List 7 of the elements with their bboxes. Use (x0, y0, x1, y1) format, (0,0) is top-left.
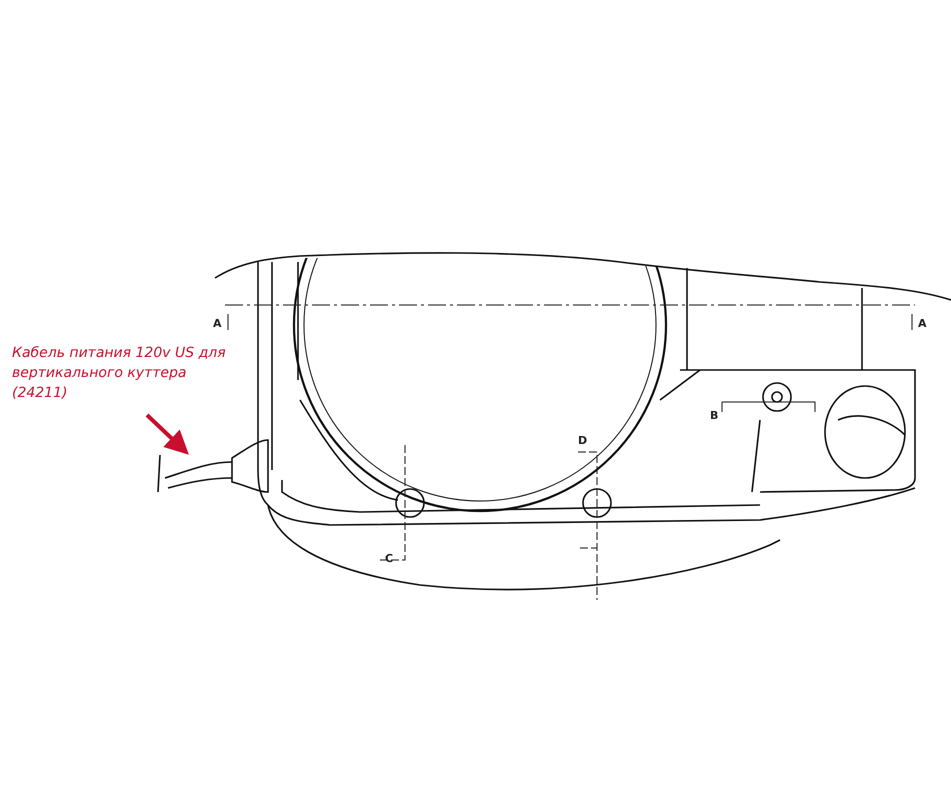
power-cable (157, 439, 269, 493)
section-letter: A (918, 318, 927, 330)
callout-text: Кабель питания 120v US для вертикального куттера (24211) (12, 343, 237, 403)
section-letter: B (710, 410, 718, 422)
pointer-arrow (146, 414, 189, 455)
section-letter: D (578, 435, 588, 447)
section-letter: A (213, 318, 222, 330)
